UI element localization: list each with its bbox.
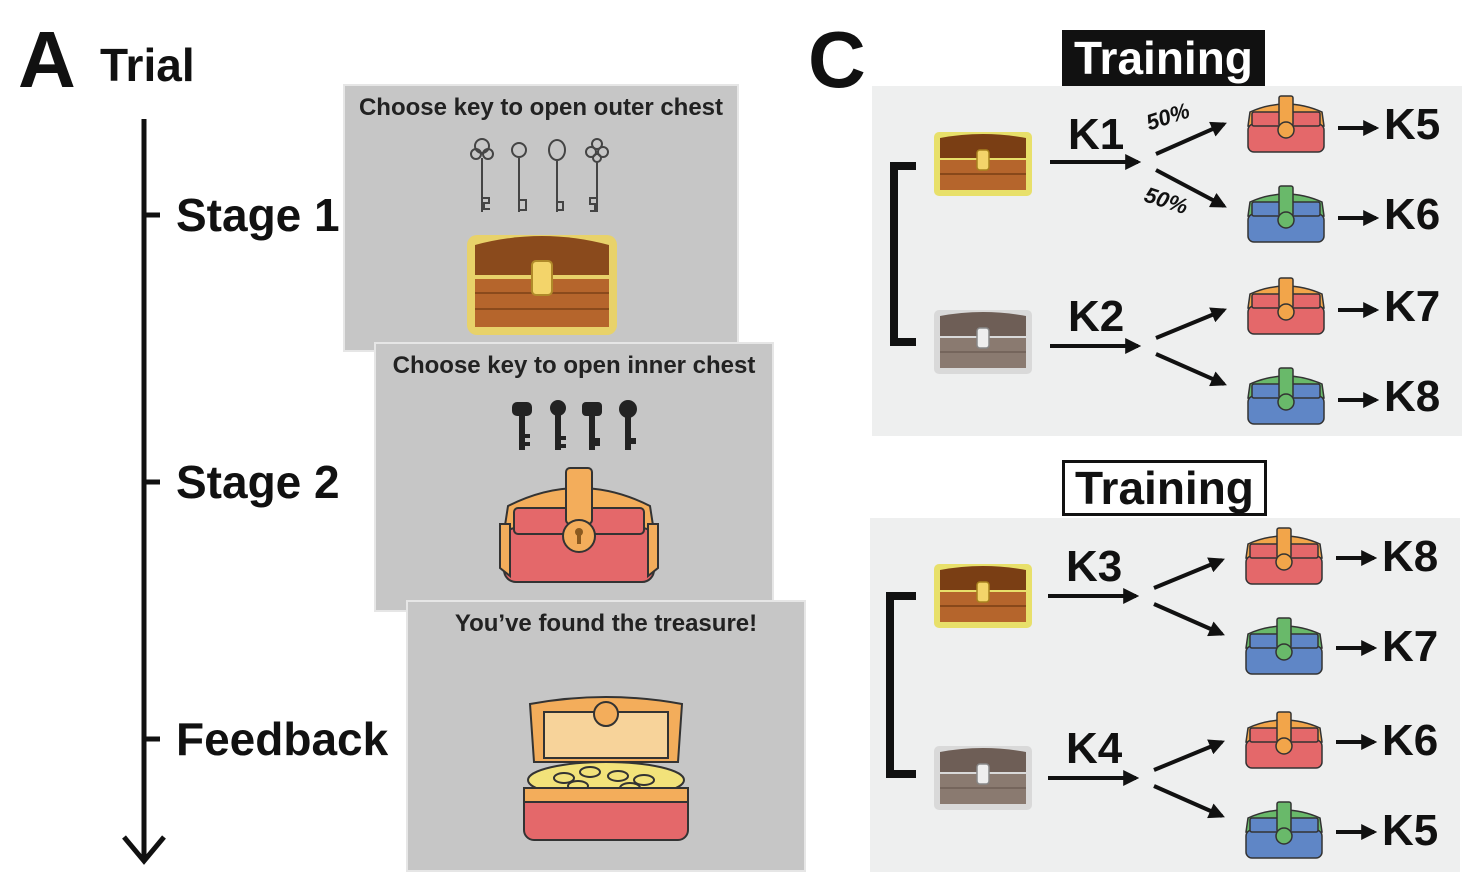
outcome-label-bottom-3: K6	[1382, 716, 1439, 765]
bottom-blue-chest-1-icon	[1245, 617, 1323, 675]
stage2-label: Stage 2	[176, 456, 340, 508]
outcome-label-top-2: K6	[1384, 190, 1441, 239]
k1-upper-branch	[1155, 121, 1227, 156]
key-label-k2: K2	[1068, 292, 1125, 341]
top-red-chest-2-icon	[1247, 277, 1325, 335]
trial-title: Trial	[100, 39, 195, 91]
bottom-gold-chest-icon	[933, 563, 1033, 629]
outcome-label-top-4: K8	[1384, 372, 1441, 421]
key-label-k1: K1	[1068, 110, 1125, 159]
panel-a-letter: A	[18, 15, 76, 104]
k1-lower-branch	[1155, 168, 1227, 208]
stage2-screen: Choose key to open inner chest	[376, 344, 772, 610]
bottom-red-chest-1-icon	[1245, 527, 1323, 585]
black-keys-icon	[512, 400, 637, 450]
k2-lower-branch	[1155, 352, 1227, 387]
top-red-chest-1-icon	[1247, 95, 1325, 153]
outcome-label-bottom-2: K7	[1382, 622, 1439, 671]
key-label-k4: K4	[1066, 724, 1123, 773]
k2-upper-branch	[1155, 307, 1227, 340]
outcome-label-top-3: K7	[1384, 282, 1441, 331]
ornate-keys-icon	[470, 138, 609, 212]
top-gold-chest-icon	[933, 131, 1033, 197]
bottom-silver-chest-icon	[933, 745, 1033, 811]
outcome-label-bottom-4: K5	[1382, 806, 1439, 855]
top-blue-chest-1-icon	[1247, 185, 1325, 243]
open-treasure-chest-icon	[523, 696, 689, 841]
training-heading-top: Training	[1062, 30, 1265, 86]
k4-lower-branch	[1153, 784, 1225, 819]
bottom-blue-chest-2-icon	[1245, 801, 1323, 859]
red-chest-icon	[499, 467, 659, 583]
k4-upper-branch	[1153, 739, 1225, 772]
feedback-screen: You’ve found the treasure!	[408, 602, 804, 870]
k3-lower-branch	[1153, 602, 1225, 637]
outcome-label-top-1: K5	[1384, 100, 1441, 149]
stage1-screen: Choose key to open outer chest	[345, 86, 737, 350]
top-silver-chest-icon	[933, 309, 1033, 375]
bottom-bracket	[886, 592, 916, 778]
outcome-label-bottom-1: K8	[1382, 532, 1439, 581]
stage1-caption: Choose key to open outer chest	[358, 94, 724, 121]
top-blue-chest-2-icon	[1247, 367, 1325, 425]
panel-c-diagram	[886, 95, 1380, 859]
bottom-red-chest-2-icon	[1245, 711, 1323, 769]
key-label-k3: K3	[1066, 542, 1123, 591]
training-heading-bottom: Training	[1062, 460, 1267, 516]
panel-c-letter: C	[808, 15, 866, 104]
feedback-caption: You’ve found the treasure!	[454, 610, 758, 637]
gold-chest-icon	[467, 235, 617, 335]
stage2-caption: Choose key to open inner chest	[392, 352, 756, 379]
feedback-label: Feedback	[176, 713, 389, 765]
stage1-label: Stage 1	[176, 189, 340, 241]
top-bracket	[890, 162, 916, 346]
k3-upper-branch	[1153, 557, 1225, 590]
timeline-arrow	[122, 119, 166, 865]
